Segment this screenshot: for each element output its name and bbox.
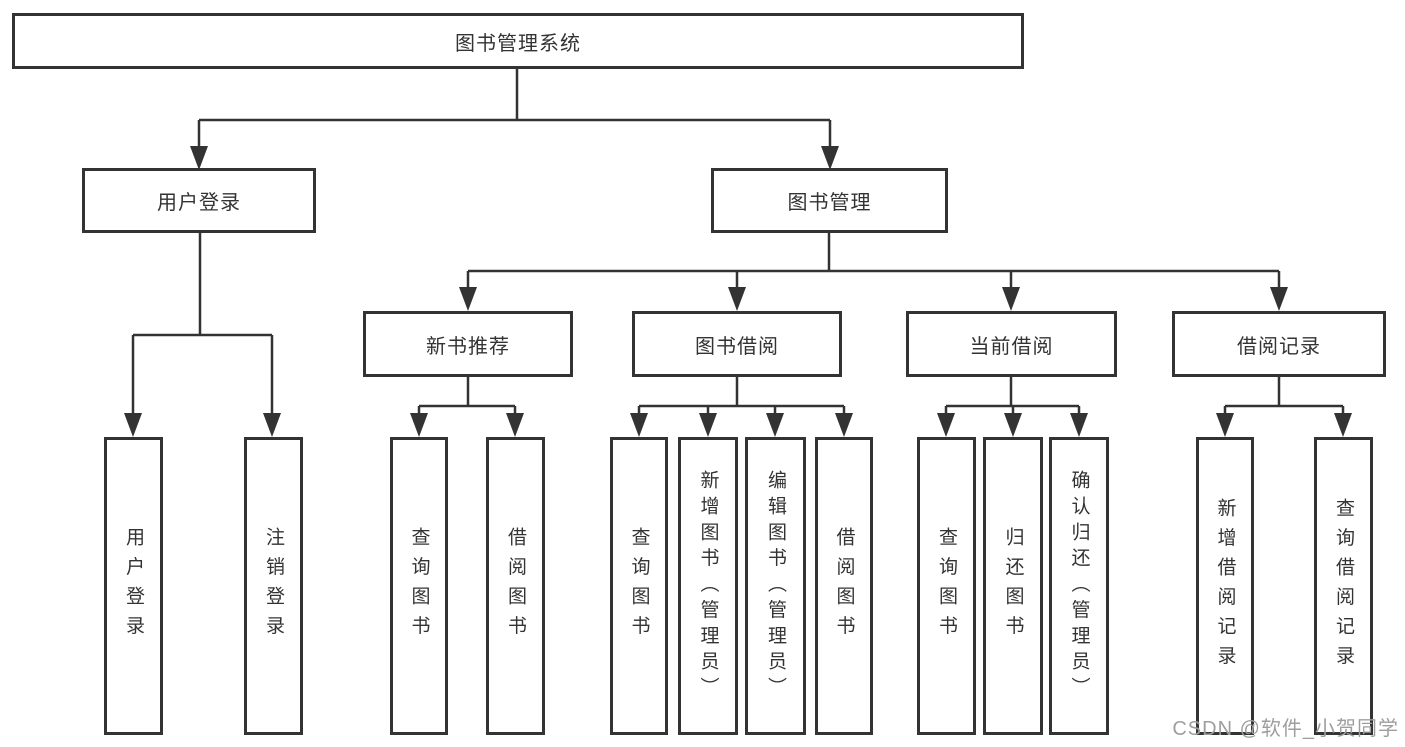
- node-label: 归还图书: [1002, 527, 1024, 645]
- node-label: 当前借阅: [969, 335, 1054, 358]
- node-label: 查询图书: [628, 527, 650, 645]
- arrowheads: [124, 146, 1352, 437]
- node-label: 确认归还（管理员）: [1068, 469, 1090, 703]
- watermark: CSDN @软件_小贺同学: [1172, 718, 1399, 740]
- node-library-management-system: 图书管理系统: [12, 13, 1024, 69]
- leaf-add-borrow-record: 新增借阅记录: [1196, 437, 1254, 735]
- node-label: 注销登录: [263, 527, 284, 645]
- leaf-query-books-current: 查询图书: [917, 437, 976, 735]
- leaf-query-borrow-record: 查询借阅记录: [1314, 437, 1373, 735]
- leaf-edit-book-admin: 编辑图书（管理员）: [745, 437, 806, 735]
- node-label: 图书管理: [787, 192, 872, 214]
- node-book-borrow: 图书借阅: [632, 311, 842, 377]
- node-new-book-recommend: 新书推荐: [363, 311, 573, 377]
- node-label: 图书借阅: [695, 335, 779, 358]
- node-label: 用户登录: [157, 192, 241, 214]
- node-label: 新书推荐: [426, 335, 510, 358]
- node-label: 借阅图书: [505, 527, 526, 645]
- node-label: 查询借阅记录: [1333, 497, 1354, 675]
- node-user-login: 用户登录: [82, 168, 316, 233]
- node-label: 用户登录: [123, 527, 144, 645]
- node-label: 新增借阅记录: [1214, 497, 1236, 675]
- node-borrow-records: 借阅记录: [1172, 311, 1386, 377]
- leaf-return-book: 归还图书: [983, 437, 1043, 735]
- node-label: 编辑图书（管理员）: [765, 469, 786, 703]
- leaf-query-books-recommend: 查询图书: [390, 437, 448, 735]
- node-book-management: 图书管理: [711, 168, 948, 233]
- node-label: 借阅记录: [1237, 335, 1321, 358]
- leaf-query-books-borrow: 查询图书: [610, 437, 668, 735]
- node-label: 查询图书: [936, 527, 957, 645]
- node-label: 借阅图书: [833, 527, 855, 645]
- node-current-borrow: 当前借阅: [906, 311, 1117, 377]
- leaf-logout: 注销登录: [244, 437, 303, 735]
- leaf-borrow-books: 借阅图书: [815, 437, 873, 735]
- node-label: 新增图书（管理员）: [697, 469, 719, 703]
- leaf-borrow-books-recommend: 借阅图书: [486, 437, 545, 735]
- node-label: 图书管理系统: [455, 32, 581, 55]
- leaf-confirm-return-admin: 确认归还（管理员）: [1049, 437, 1109, 735]
- node-label: 查询图书: [408, 527, 430, 645]
- leaf-add-book-admin: 新增图书（管理员）: [678, 437, 738, 735]
- leaf-user-login: 用户登录: [104, 437, 163, 735]
